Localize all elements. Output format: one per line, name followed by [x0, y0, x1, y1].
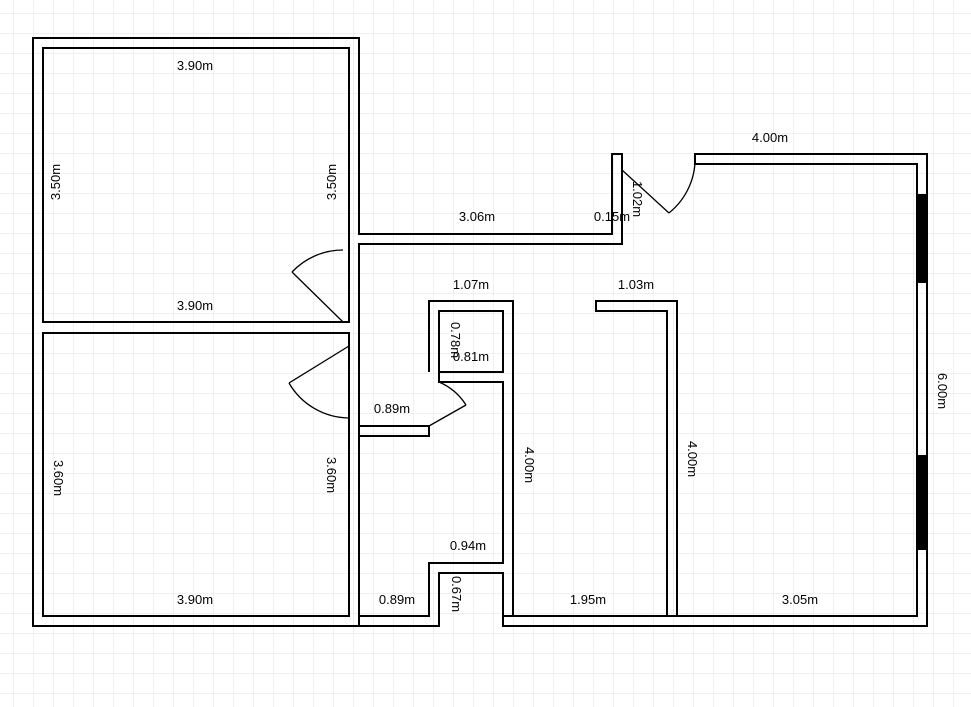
- door-room2[interactable]: [288, 345, 350, 419]
- outer-wall: [32, 37, 623, 627]
- dim-hall-top: 3.06m: [459, 209, 495, 224]
- dim-hall-bottom: 0.89m: [379, 592, 415, 607]
- dim-room1-right: 3.50m: [324, 164, 339, 200]
- closet-inner-wall: [438, 310, 504, 373]
- room2-interior-wall: [42, 332, 350, 617]
- door-closet[interactable]: [428, 381, 467, 427]
- dim-hall-door-width: 0.89m: [374, 401, 410, 416]
- dim-living-top: 4.00m: [752, 130, 788, 145]
- door-entry[interactable]: [621, 153, 696, 214]
- dim-corridor-wall: 4.00m: [522, 447, 537, 483]
- dim-room2-bottom: 3.90m: [177, 592, 213, 607]
- dim-entry-gap: 0.15m: [594, 209, 630, 224]
- dim-living-right: 6.00m: [935, 373, 950, 409]
- dim-closet-side: 0.78m: [448, 322, 463, 358]
- dim-room1-left: 3.50m: [48, 164, 63, 200]
- window-lower: [917, 455, 927, 550]
- dim-living-bottom: 3.05m: [782, 592, 818, 607]
- dim-closet-top: 1.07m: [453, 277, 489, 292]
- dim-room1-bottom: 3.90m: [177, 298, 213, 313]
- dim-room2-right: 3.60m: [324, 457, 339, 493]
- window-upper: [917, 194, 927, 283]
- dim-partition-top: 1.03m: [618, 277, 654, 292]
- dim-corridor-bottom: 0.94m: [450, 538, 486, 553]
- door-room1[interactable]: [291, 249, 344, 323]
- room1-interior-wall: [42, 47, 350, 323]
- dim-closet-inner: 0.81m: [453, 349, 489, 364]
- dim-corridor-floor: 1.95m: [570, 592, 606, 607]
- dim-room2-left: 3.60m: [51, 460, 66, 496]
- dim-notch: 0.67m: [449, 576, 464, 612]
- dim-partition-side: 4.00m: [685, 441, 700, 477]
- hall-door-ledge: [358, 373, 504, 617]
- closet-outer-wall: [428, 300, 514, 616]
- dim-room1-top: 3.90m: [177, 58, 213, 73]
- dim-entry-side: 1.02m: [630, 181, 645, 217]
